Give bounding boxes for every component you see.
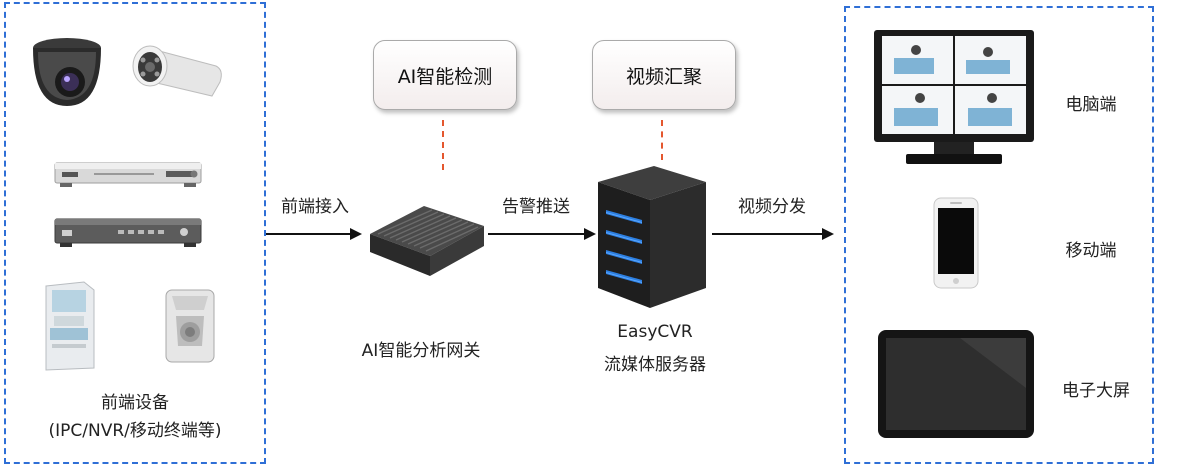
arrow-access-label: 前端接入 (281, 197, 349, 217)
server-connector (661, 120, 663, 160)
arrow-alarm-label: 告警推送 (502, 197, 570, 217)
arrow-distribute-label: 视频分发 (738, 197, 806, 217)
gateway-callout: AI智能检测 (373, 40, 517, 110)
server-name: EasyCVR (617, 322, 693, 342)
gateway-callout-text: AI智能检测 (397, 65, 493, 88)
client-pc-label: 电脑端 (1065, 95, 1117, 115)
frontend-devices-title: 前端设备 (101, 393, 169, 413)
dvr-recorder-icon (54, 162, 202, 187)
dome-camera-icon (33, 38, 101, 106)
server-label: 流媒体服务器 (604, 355, 706, 375)
arrow-access (266, 228, 362, 240)
nvr-recorder-icon (54, 218, 202, 247)
frontend-devices-box (4, 2, 266, 464)
gateway-connector (442, 120, 444, 170)
bullet-camera-icon (132, 45, 222, 97)
client-screen-label: 电子大屏 (1062, 381, 1130, 401)
pc-monitor-icon (874, 30, 1034, 164)
server-callout: 视频汇聚 (592, 40, 736, 110)
arrow-distribute (712, 228, 834, 240)
media-server-icon (598, 166, 706, 308)
ai-gateway-icon (370, 206, 484, 276)
clients-box (844, 6, 1154, 464)
frontend-devices-subtitle: (IPC/NVR/移动终端等) (48, 421, 222, 441)
large-screen-icon (878, 330, 1034, 438)
server-callout-text: 视频汇聚 (625, 65, 702, 88)
atm-terminal-icon (45, 281, 95, 371)
mobile-phone-icon (933, 197, 979, 289)
gateway-label: AI智能分析网关 (361, 341, 481, 361)
pir-sensor-icon (165, 289, 215, 363)
client-mobile-label: 移动端 (1065, 241, 1117, 261)
arrow-alarm (488, 228, 596, 240)
